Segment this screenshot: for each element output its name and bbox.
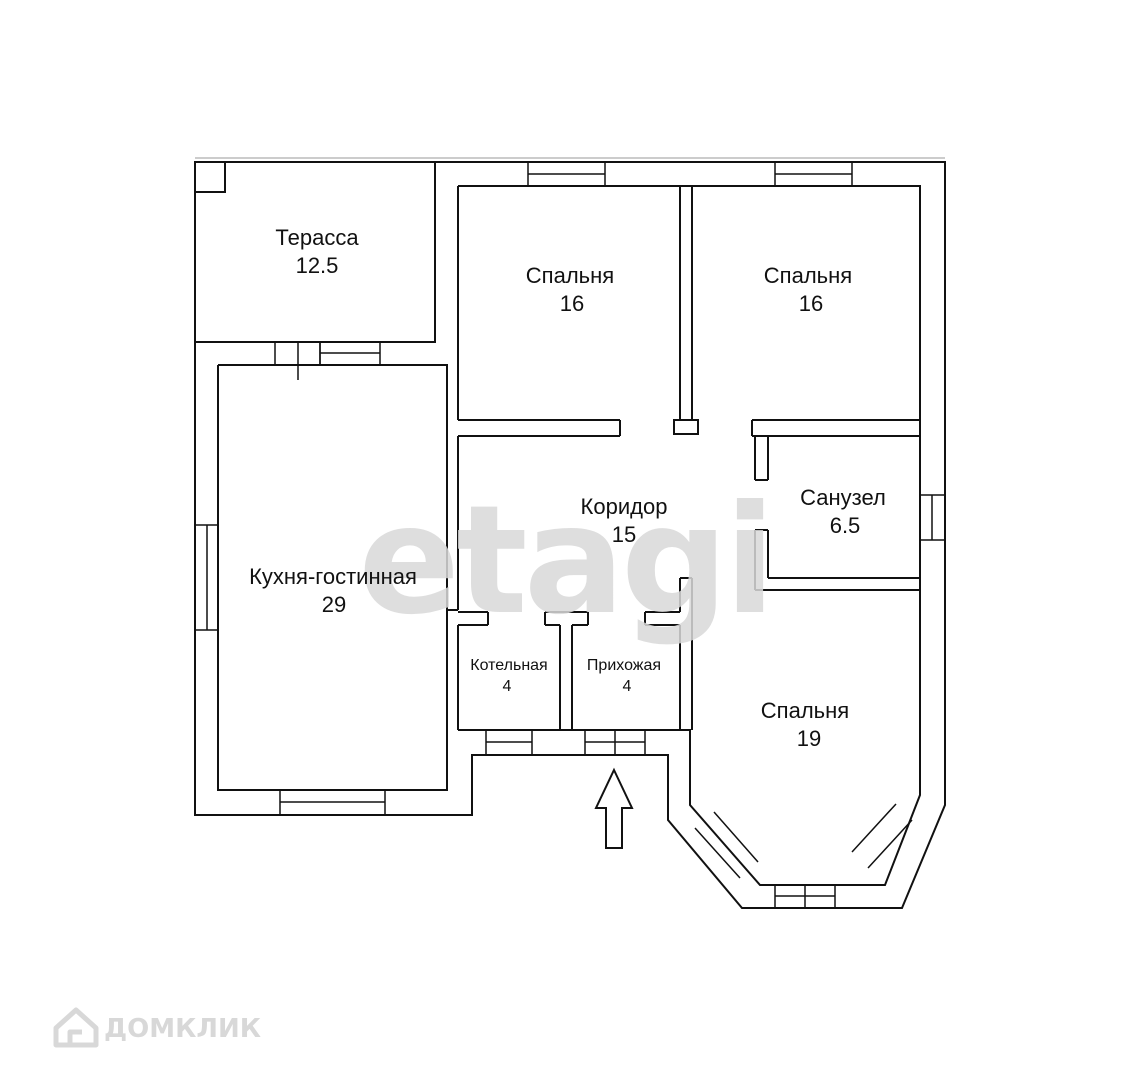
room-name: Котельная bbox=[470, 657, 547, 674]
room-label-bathroom: Санузел 6.5 bbox=[800, 485, 886, 538]
room-area: 16 bbox=[560, 291, 584, 316]
room-area: 16 bbox=[799, 291, 823, 316]
room-label-bedroom3: Спальня 19 bbox=[761, 698, 849, 751]
room-area: 4 bbox=[623, 678, 632, 695]
brand-logo: ДОМКЛИК bbox=[53, 1007, 261, 1048]
room-name: Терасса bbox=[275, 225, 359, 250]
room-area: 4 bbox=[503, 678, 512, 695]
room-label-hall: Прихожая 4 bbox=[587, 657, 661, 695]
room-area: 29 bbox=[322, 592, 346, 617]
room-name: Спальня bbox=[764, 263, 852, 288]
brand-text: ДОМКЛИК bbox=[104, 1014, 261, 1044]
room-label-bedroom2: Спальня 16 bbox=[764, 263, 852, 316]
windows bbox=[194, 161, 946, 909]
room-name: Прихожая bbox=[587, 657, 661, 674]
room-area: 12.5 bbox=[296, 253, 339, 278]
room-area: 6.5 bbox=[830, 513, 861, 538]
house-logo-icon bbox=[53, 1007, 99, 1048]
interior-walls bbox=[447, 186, 920, 756]
room-label-terrace: Терасса 12.5 bbox=[275, 225, 359, 278]
room-label-corridor: Коридор 15 bbox=[581, 494, 668, 547]
room-area: 19 bbox=[797, 726, 821, 751]
room-name: Кухня-гостинная bbox=[249, 564, 417, 589]
room-name: Спальня bbox=[761, 698, 849, 723]
room-label-boiler: Котельная 4 bbox=[470, 657, 547, 695]
room-label-kitchen: Кухня-гостинная 29 bbox=[249, 564, 417, 617]
room-name: Санузел bbox=[800, 485, 886, 510]
room-label-bedroom1: Спальня 16 bbox=[526, 263, 614, 316]
watermark-text: etagi bbox=[358, 474, 771, 648]
entrance-arrow-icon bbox=[594, 767, 634, 849]
room-name: Спальня bbox=[526, 263, 614, 288]
room-area: 15 bbox=[612, 522, 636, 547]
room-name: Коридор bbox=[581, 494, 668, 519]
